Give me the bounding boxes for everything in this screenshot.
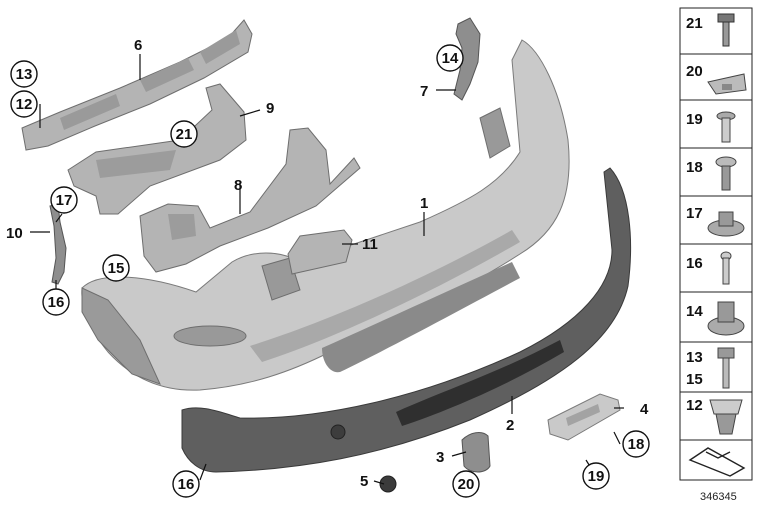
- callout-14: 14: [436, 44, 464, 72]
- fastener-row-13-15: 13 15: [680, 347, 752, 393]
- callout-7: 7: [420, 83, 428, 100]
- svg-text:14: 14: [686, 303, 703, 320]
- svg-text:20: 20: [686, 63, 703, 80]
- callout-5: 5: [360, 473, 368, 490]
- side-guide-part: [453, 17, 481, 101]
- fastener-row-16: 16: [680, 251, 752, 293]
- callout-13: 13: [10, 60, 38, 88]
- svg-text:12: 12: [686, 397, 703, 414]
- document-number: 346345: [700, 491, 737, 503]
- fastener-row-20: 20: [680, 63, 752, 101]
- callout-4: 4: [640, 401, 649, 418]
- fastener-row-12: 12: [680, 397, 752, 441]
- callout-1: 1: [420, 195, 428, 212]
- callout-6: 6: [134, 37, 142, 54]
- bumper-cover-part: [81, 39, 570, 391]
- callout-12: 12: [10, 90, 38, 118]
- nut-icon: [707, 301, 745, 336]
- svg-text:17: 17: [56, 192, 73, 209]
- screw-icon: [715, 156, 737, 191]
- plug-part: [379, 475, 397, 493]
- callout-20: 20: [452, 470, 480, 498]
- callout-15: 15: [102, 254, 130, 282]
- svg-text:15: 15: [108, 260, 125, 277]
- tow-cover-part: [287, 229, 353, 275]
- fastener-row-21: 21: [680, 13, 752, 55]
- svg-text:16: 16: [178, 476, 195, 493]
- svg-text:15: 15: [686, 371, 703, 388]
- circled-callouts: 13 12 21 17 16 15 14 16: [10, 44, 650, 498]
- svg-text:17: 17: [686, 205, 703, 222]
- svg-text:14: 14: [442, 50, 459, 67]
- vertical-bracket-part: [49, 203, 67, 285]
- nut-icon: [707, 211, 745, 237]
- callout-21: 21: [170, 120, 198, 148]
- callout-18: 18: [622, 430, 650, 458]
- fastener-row-18: 18: [680, 156, 752, 197]
- svg-text:16: 16: [686, 255, 703, 272]
- expansion-rivet-icon: [716, 111, 736, 143]
- callout-2: 2: [506, 417, 514, 434]
- svg-text:16: 16: [48, 294, 65, 311]
- svg-text:18: 18: [686, 159, 703, 176]
- rivet-icon: [720, 251, 732, 285]
- callout-9: 9: [266, 100, 274, 117]
- svg-text:21: 21: [686, 15, 703, 32]
- callout-10: 10: [6, 225, 23, 242]
- fastener-row-17: 17: [680, 205, 752, 245]
- svg-text:13: 13: [16, 66, 33, 83]
- callout-8: 8: [234, 177, 242, 194]
- arrow-icon: [688, 447, 746, 477]
- callout-3: 3: [436, 449, 444, 466]
- clip-icon: [707, 73, 747, 95]
- screw-icon: [717, 13, 735, 47]
- svg-text:19: 19: [588, 468, 605, 485]
- plain-callouts: 6 9 8 10 7 1 11 2 4 3 5: [6, 37, 649, 490]
- callout-11: 11: [362, 236, 378, 253]
- svg-text:20: 20: [458, 476, 475, 493]
- lower-trim-part: [181, 167, 632, 473]
- callout-16-upper: 16: [42, 288, 70, 316]
- fastener-row-14: 14: [680, 301, 752, 343]
- svg-text:13: 13: [686, 349, 703, 366]
- svg-text:12: 12: [16, 96, 33, 113]
- callout-16-lower: 16: [172, 470, 200, 498]
- plate-bracket-part: [547, 393, 621, 441]
- fastener-panel: 21 20 19 18: [679, 7, 753, 481]
- svg-text:21: 21: [176, 126, 193, 143]
- flap-part: [461, 432, 491, 473]
- svg-text:19: 19: [686, 111, 703, 128]
- support-bracket-part: [139, 127, 361, 273]
- callout-19: 19: [582, 462, 610, 490]
- fastener-row-19: 19: [680, 111, 752, 149]
- screw-icon: [717, 347, 735, 389]
- clip-nut-icon: [709, 399, 743, 435]
- callout-17: 17: [50, 186, 78, 214]
- svg-text:18: 18: [628, 436, 645, 453]
- carrier-strip-part: [21, 19, 253, 151]
